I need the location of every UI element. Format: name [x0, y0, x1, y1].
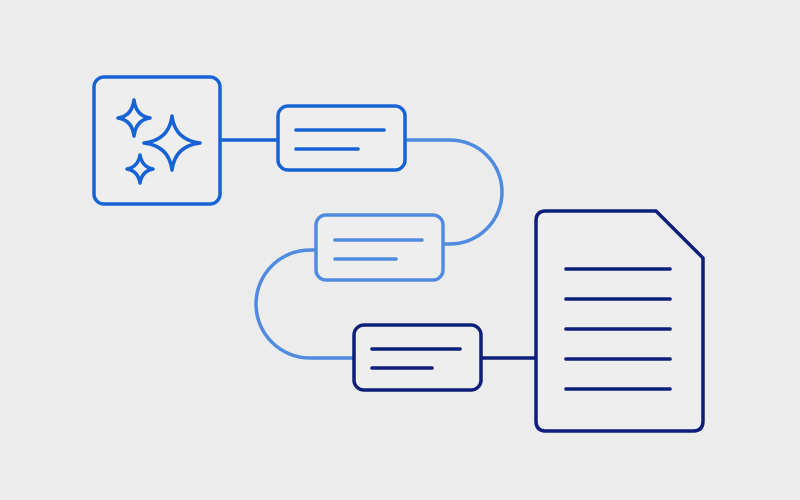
connector-step-2-to-step-3 [254, 248, 354, 360]
text-block-step-1 [276, 104, 407, 172]
sparkles-icon [116, 98, 202, 185]
connector-step-1-to-step-2 [405, 138, 504, 246]
text-block-step-2 [314, 213, 445, 282]
ai-source-node [92, 75, 222, 206]
document-icon [534, 209, 705, 433]
text-block-step-3 [352, 323, 483, 392]
